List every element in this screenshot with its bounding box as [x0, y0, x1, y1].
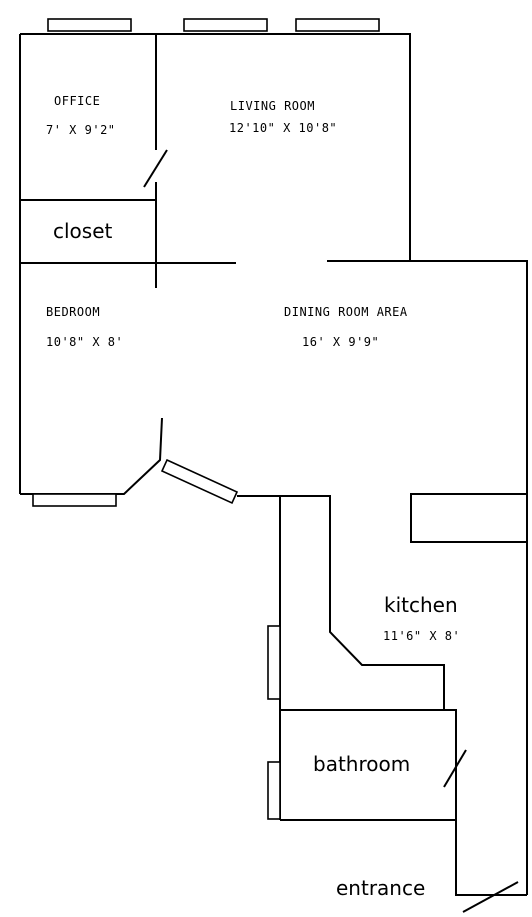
- bedroom-window: [32, 493, 117, 507]
- outer-wall-east: [327, 260, 528, 895]
- kitchen-counter: [410, 493, 527, 543]
- hall-window-upper: [267, 625, 281, 700]
- outer-wall-top: [20, 33, 411, 261]
- office-size: 7' X 9'2": [46, 123, 116, 137]
- bathroom-walls: [280, 709, 527, 896]
- bay-window: [160, 458, 239, 505]
- dining-room-name: DINING ROOM AREA: [284, 305, 408, 319]
- office-name: OFFICE: [54, 94, 100, 108]
- dining-room-size: 16' X 9'9": [302, 335, 379, 349]
- hall-window-lower: [267, 761, 281, 820]
- closet-name: closet: [53, 219, 113, 243]
- kitchen-west-wall: [280, 495, 445, 710]
- entrance-name: entrance: [336, 876, 425, 900]
- living-room-size: 12'10" X 10'8": [229, 121, 337, 135]
- office-door: [143, 149, 168, 188]
- living-room-window-left: [183, 18, 268, 32]
- kitchen-name: kitchen: [384, 593, 458, 617]
- entrance-door: [462, 881, 519, 913]
- office-window: [47, 18, 132, 32]
- bedroom-size: 10'8" X 8': [46, 335, 123, 349]
- living-room-name: LIVING ROOM: [230, 99, 315, 113]
- bedroom-name: BEDROOM: [46, 305, 100, 319]
- bedroom-south-wall: [20, 417, 163, 495]
- living-room-window-right: [295, 18, 380, 32]
- bathroom-name: bathroom: [313, 752, 410, 776]
- kitchen-size: 11'6" X 8': [383, 629, 460, 643]
- bathroom-door: [443, 749, 467, 788]
